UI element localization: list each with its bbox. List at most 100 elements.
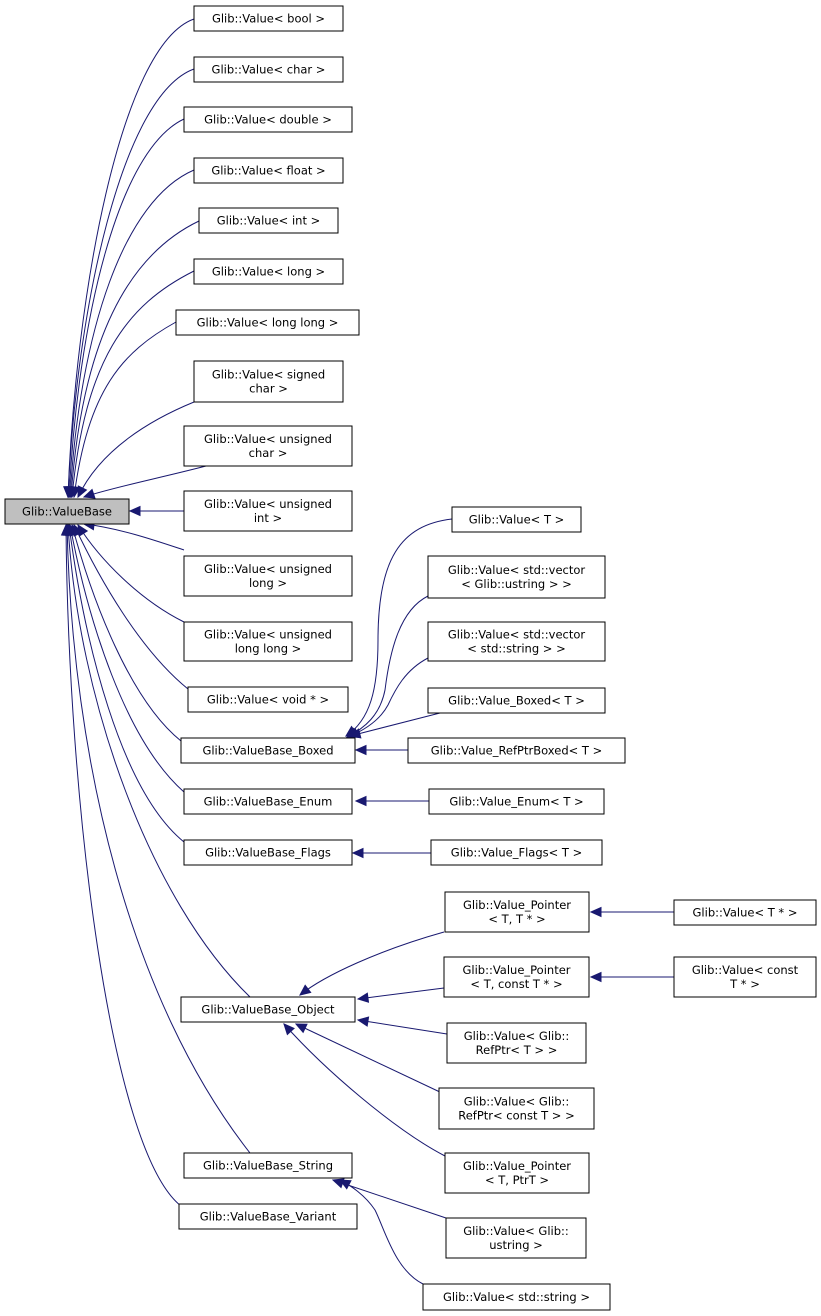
- class-node-vb-object[interactable]: Glib::ValueBase_Object: [180, 996, 356, 1023]
- class-node-v-refptr-T[interactable]: Glib::Value< Glib::RefPtr< T > >: [446, 1022, 587, 1064]
- edge-line: [73, 321, 177, 498]
- edge-v_Tp-to-vp_T_Tp: [589, 906, 674, 918]
- edge-v_uint-to-valuebase: [128, 505, 184, 517]
- edge-line: [83, 523, 185, 551]
- class-node-box: [193, 5, 344, 32]
- edge-v_schar-to-valuebase: [77, 401, 195, 499]
- class-node-v-char[interactable]: Glib::Value< char >: [193, 56, 344, 83]
- class-node-box: [444, 891, 590, 933]
- inheritance-arrowhead: [70, 485, 81, 499]
- inheritance-arrowhead: [128, 505, 141, 517]
- class-node-vb-enum[interactable]: Glib::ValueBase_Enum: [183, 788, 353, 815]
- class-node-v-bool[interactable]: Glib::Value< bool >: [193, 5, 344, 32]
- class-node-v-float[interactable]: Glib::Value< float >: [193, 157, 344, 184]
- class-node-box: [175, 309, 360, 336]
- class-node-label: Glib::Value< int >: [217, 214, 321, 228]
- edge-line: [70, 220, 200, 498]
- edge-line: [345, 518, 453, 737]
- class-node-v-voidp[interactable]: Glib::Value< void * >: [187, 686, 349, 713]
- class-node-v-enum-T[interactable]: Glib::Value_Enum< T >: [428, 788, 605, 815]
- class-node-box: [407, 737, 626, 764]
- edge-line: [77, 401, 195, 498]
- class-node-v-refptrboxed-T[interactable]: Glib::Value_RefPtrBoxed< T >: [407, 737, 626, 764]
- class-node-label: Glib::Value< signed: [212, 368, 325, 382]
- class-node-v-longlong[interactable]: Glib::Value< long long >: [175, 309, 360, 336]
- inheritance-arrowhead: [351, 847, 364, 859]
- class-node-valuebase[interactable]: Glib::ValueBase: [4, 498, 130, 525]
- class-node-label: < T, const T * >: [470, 977, 562, 991]
- class-node-label: long >: [249, 576, 287, 590]
- class-node-vb-variant[interactable]: Glib::ValueBase_Variant: [178, 1203, 358, 1230]
- class-node-label: Glib::Value< long long >: [197, 316, 339, 330]
- class-node-vp-T-cTp[interactable]: Glib::Value_Pointer< T, const T * >: [443, 956, 590, 998]
- edge-line: [68, 118, 185, 498]
- class-node-label: Glib::ValueBase_Enum: [204, 795, 333, 809]
- edge-vb_variant-to-valuebase: [60, 523, 182, 1207]
- class-node-v-ustring[interactable]: Glib::Value< Glib::ustring >: [445, 1217, 587, 1259]
- class-node-box: [428, 788, 605, 815]
- inheritance-arrowhead: [338, 1179, 352, 1190]
- edge-line: [349, 712, 441, 737]
- class-node-vb-flags[interactable]: Glib::ValueBase_Flags: [183, 839, 353, 866]
- edge-line: [67, 524, 251, 998]
- class-node-box: [193, 360, 344, 403]
- class-node-v-double[interactable]: Glib::Value< double >: [183, 106, 353, 133]
- class-node-label: char >: [249, 446, 288, 460]
- class-node-box: [187, 686, 349, 713]
- class-node-label: Glib::Value_Pointer: [463, 1159, 571, 1173]
- class-node-v-long[interactable]: Glib::Value< long >: [193, 258, 344, 285]
- class-node-box: [193, 157, 344, 184]
- class-node-v-boxed-T[interactable]: Glib::Value_Boxed< T >: [427, 687, 606, 714]
- class-node-label: Glib::Value< double >: [204, 113, 332, 127]
- class-node-v-T[interactable]: Glib::Value< T >: [451, 506, 582, 533]
- edge-v_stdstring-to-vb_string: [338, 1179, 424, 1285]
- edge-line: [77, 524, 185, 623]
- class-node-label: Glib::Value_RefPtrBoxed< T >: [431, 744, 602, 758]
- edge-line: [65, 524, 182, 1207]
- class-node-label: Glib::Value< float >: [211, 164, 325, 178]
- class-node-box: [427, 621, 606, 662]
- class-node-box: [198, 207, 339, 234]
- class-node-label: Glib::Value_Boxed< T >: [448, 694, 585, 708]
- class-node-label: long long >: [235, 642, 302, 656]
- class-node-vb-string[interactable]: Glib::ValueBase_String: [183, 1152, 353, 1179]
- class-node-vp-T-PtrT[interactable]: Glib::Value_Pointer< T, PtrT >: [444, 1152, 590, 1194]
- class-node-vp-T-Tp[interactable]: Glib::Value_Pointer< T, T * >: [444, 891, 590, 933]
- class-node-label: int >: [254, 511, 282, 525]
- class-node-box: [193, 56, 344, 83]
- edge-vb_enum-to-valuebase: [66, 523, 185, 793]
- class-node-label: Glib::Value< std::vector: [448, 628, 586, 642]
- class-node-box: [180, 996, 356, 1023]
- inheritance-arrowhead: [60, 523, 72, 536]
- edge-line: [69, 169, 195, 498]
- class-node-label: < Glib::ustring > >: [461, 577, 572, 591]
- class-node-vb-boxed[interactable]: Glib::ValueBase_Boxed: [180, 737, 356, 764]
- class-node-v-vec-string[interactable]: Glib::Value< std::vector< std::string > …: [427, 621, 606, 662]
- inheritance-arrowhead: [589, 906, 602, 918]
- class-node-label: Glib::Value< long >: [212, 265, 325, 279]
- class-node-label: < T, T * >: [488, 912, 545, 926]
- class-node-v-vec-ustring[interactable]: Glib::Value< std::vector< Glib::ustring …: [427, 555, 606, 599]
- class-node-v-refptr-cT[interactable]: Glib::Value< Glib::RefPtr< const T > >: [438, 1087, 595, 1130]
- edge-line: [68, 524, 185, 843]
- class-node-v-flags-T[interactable]: Glib::Value_Flags< T >: [430, 839, 603, 866]
- class-node-box: [183, 106, 353, 133]
- class-node-v-Tp[interactable]: Glib::Value< T * >: [673, 899, 817, 926]
- inheritance-arrowhead: [354, 744, 367, 756]
- class-node-box: [178, 1203, 358, 1230]
- class-node-label: Glib::ValueBase_String: [203, 1159, 333, 1173]
- edge-v_char-to-valuebase: [63, 68, 195, 499]
- class-node-v-stdstring[interactable]: Glib::Value< std::string >: [422, 1283, 611, 1311]
- edge-line: [295, 1023, 443, 1094]
- class-node-v-int[interactable]: Glib::Value< int >: [198, 207, 339, 234]
- class-node-label: Glib::ValueBase: [22, 505, 112, 519]
- class-node-box: [451, 506, 582, 533]
- edge-line: [66, 524, 251, 1154]
- inheritance-arrowhead: [354, 795, 367, 807]
